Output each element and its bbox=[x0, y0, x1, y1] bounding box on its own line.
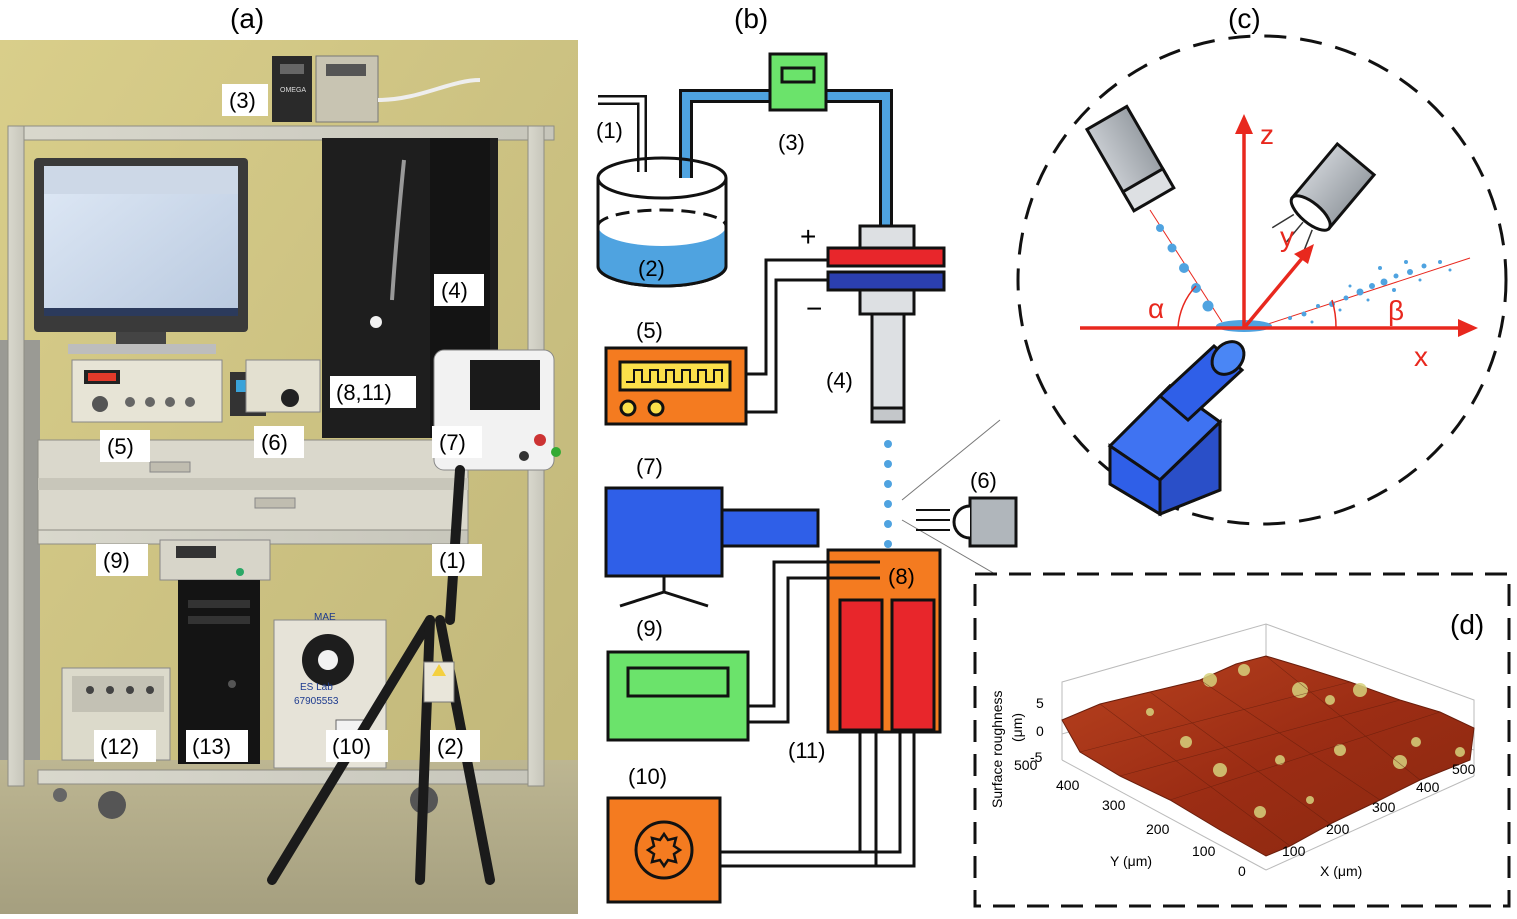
panel-b-letter: (b) bbox=[734, 3, 768, 34]
substrate-heater bbox=[826, 548, 942, 734]
schem-label-1: (1) bbox=[596, 118, 623, 143]
monitor-photo bbox=[34, 158, 248, 354]
schem-label-7: (7) bbox=[636, 454, 663, 479]
function-generator-photo bbox=[71, 359, 223, 423]
angle-arcs bbox=[1177, 285, 1337, 329]
pump-controller bbox=[606, 796, 722, 904]
multimeter-photo bbox=[159, 539, 271, 581]
axis-x-label: x bbox=[1414, 341, 1428, 372]
photo-label-4: (4) bbox=[441, 278, 468, 303]
surface-box bbox=[1061, 623, 1475, 871]
photo-brand-text: OMEGA bbox=[280, 87, 306, 94]
y-tick-500: 500 bbox=[1014, 757, 1038, 773]
panel-a-letter: (a) bbox=[230, 3, 264, 34]
rough-surface bbox=[1061, 655, 1475, 857]
axis-y-label: y bbox=[1280, 221, 1294, 252]
x-tick-400: 400 bbox=[1416, 779, 1440, 795]
thermocouple-wires bbox=[748, 560, 880, 724]
panel-d-surface: (d) bbox=[973, 572, 1511, 908]
x-tick-200: 200 bbox=[1326, 821, 1350, 837]
y-tick-400: 400 bbox=[1056, 777, 1080, 793]
signal-wires bbox=[746, 258, 828, 414]
photo-label-6: (6) bbox=[261, 430, 288, 455]
led-source-3d bbox=[1271, 141, 1377, 254]
panel-a-photo: (a) OMEGA bbox=[0, 3, 578, 914]
lab-sign-line-1: MAE bbox=[314, 612, 336, 623]
zoom-circle bbox=[1016, 34, 1508, 526]
schem-label-5: (5) bbox=[636, 318, 663, 343]
z-tick-5: 5 bbox=[1036, 695, 1044, 711]
z-axis-unit: (μm) bbox=[1009, 713, 1025, 742]
panel-c-letter: (c) bbox=[1228, 3, 1261, 34]
schem-label-2: (2) bbox=[638, 256, 665, 281]
z-tick-minus5: -5 bbox=[1030, 749, 1043, 765]
lab-sign-line-3: 67905553 bbox=[294, 696, 339, 707]
photo-label-3: (3) bbox=[229, 88, 256, 113]
camera-3d bbox=[1107, 340, 1246, 517]
panel-d-letter: (d) bbox=[1450, 609, 1484, 640]
photo-label-9: (9) bbox=[103, 548, 130, 573]
x-tick-100: 100 bbox=[1282, 843, 1306, 859]
z-axis-title: Surface roughness bbox=[989, 690, 1005, 808]
led-light-source bbox=[916, 496, 1018, 548]
y-tick-300: 300 bbox=[1102, 797, 1126, 813]
x-tick-300: 300 bbox=[1372, 799, 1396, 815]
photo-label-2: (2) bbox=[437, 734, 464, 759]
flow-meter-photo: OMEGA bbox=[272, 55, 481, 123]
photo-label-group: (3) (4) (8,11) (5) (6) (7) (9) (1) (12) … bbox=[94, 84, 484, 762]
panel-b-schematic: (b) (3) (1) (2) bbox=[596, 3, 1041, 904]
lab-sign-line-2: ES Lab bbox=[300, 682, 333, 693]
panel-c-geometry: (c) bbox=[1016, 3, 1508, 526]
incoming-nozzle bbox=[1084, 104, 1176, 213]
function-generator bbox=[604, 346, 748, 426]
schem-label-3: (3) bbox=[778, 130, 805, 155]
photo-label-12: (12) bbox=[100, 734, 139, 759]
y-axis-title: Y (μm) bbox=[1110, 853, 1152, 869]
coordinate-axes bbox=[1080, 114, 1478, 337]
y-tick-0: 0 bbox=[1238, 863, 1246, 879]
axis-z-label: z bbox=[1260, 119, 1274, 150]
photo-label-5: (5) bbox=[107, 434, 134, 459]
plus-sign: + bbox=[800, 221, 816, 252]
liquid-reservoir bbox=[596, 156, 728, 288]
temperature-meter bbox=[606, 650, 750, 742]
schem-label-8: (8) bbox=[888, 564, 915, 589]
schem-label-6: (6) bbox=[970, 468, 997, 493]
angle-alpha: α bbox=[1148, 293, 1164, 324]
nozzle-assembly bbox=[826, 224, 946, 424]
z-tick-0: 0 bbox=[1036, 723, 1044, 739]
photo-label-1: (1) bbox=[439, 548, 466, 573]
y-tick-100: 100 bbox=[1192, 843, 1216, 859]
y-tick-200: 200 bbox=[1146, 821, 1170, 837]
photo-label-10: (10) bbox=[332, 734, 371, 759]
flow-meter bbox=[768, 52, 828, 112]
droplet-stream bbox=[884, 440, 892, 548]
photo-label-13: (13) bbox=[192, 734, 231, 759]
high-speed-camera bbox=[604, 486, 820, 608]
x-tick-500: 500 bbox=[1452, 761, 1476, 777]
schem-label-4: (4) bbox=[826, 368, 853, 393]
pump-wires bbox=[720, 732, 916, 868]
angle-beta: β bbox=[1388, 295, 1404, 326]
schem-label-11: (11) bbox=[788, 738, 826, 763]
schem-label-9: (9) bbox=[636, 616, 663, 641]
x-axis-title: X (μm) bbox=[1320, 863, 1362, 879]
minus-sign: − bbox=[806, 293, 822, 324]
incoming-droplets bbox=[1149, 209, 1223, 323]
photo-label-8-11: (8,11) bbox=[336, 380, 392, 405]
photo-label-7: (7) bbox=[439, 430, 466, 455]
schem-label-10: (10) bbox=[628, 764, 667, 789]
led-box-photo bbox=[230, 359, 321, 416]
bottle-photo bbox=[423, 661, 455, 703]
